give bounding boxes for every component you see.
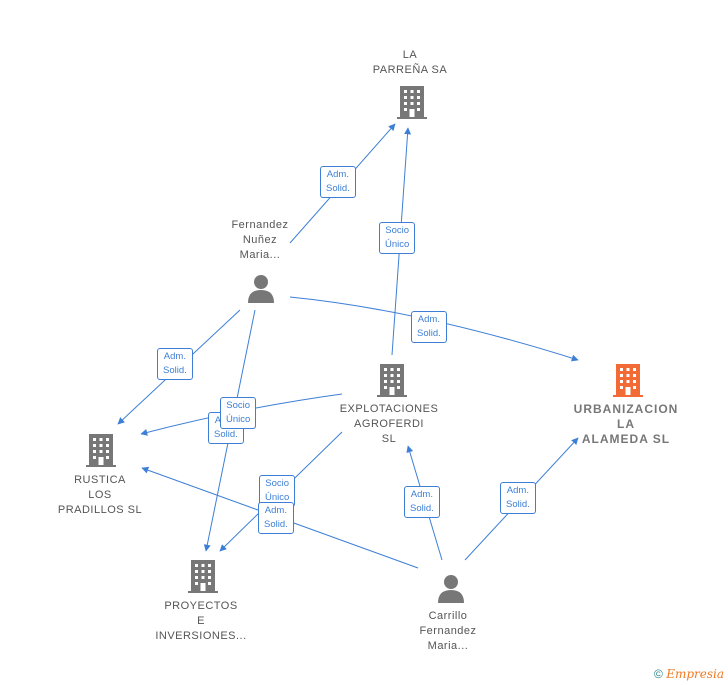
node-label-proyectos[interactable]: PROYECTOS E INVERSIONES...	[155, 600, 247, 642]
node-label-urbanizacion[interactable]: URBANIZACION LA ALAMEDA SL	[573, 402, 679, 446]
edge-label-adm-solid[interactable]: Adm.Solid.	[320, 166, 356, 198]
building-icon-focus[interactable]	[612, 362, 644, 398]
edge-label-adm-solid[interactable]: Adm.Solid.	[500, 482, 536, 514]
building-icon[interactable]	[376, 362, 408, 398]
node-label-explotaciones[interactable]: EXPLOTACIONES AGROFERDI SL	[339, 403, 439, 445]
person-icon[interactable]	[246, 274, 276, 304]
node-label-fernandez[interactable]: Fernandez Nuñez Maria...	[231, 219, 289, 261]
edge-label-adm-solid[interactable]: Adm.Solid.	[157, 348, 193, 380]
person-icon[interactable]	[436, 574, 466, 604]
edge-label-adm-solid[interactable]: Adm.Solid.	[411, 311, 447, 343]
node-label-carrillo[interactable]: Carrillo Fernandez Maria...	[419, 610, 477, 652]
building-icon[interactable]	[85, 432, 117, 468]
copyright-icon: ©	[654, 667, 663, 681]
building-icon[interactable]	[396, 84, 428, 120]
node-label-la-parrena[interactable]: LA PARREÑA SA	[372, 49, 448, 76]
edge-label-adm-solid[interactable]: Adm.Solid.	[404, 486, 440, 518]
brand-logo: Empresia	[666, 667, 724, 681]
node-label-rustica[interactable]: RUSTICA LOS PRADILLOS SL	[57, 474, 143, 516]
edge-label-adm-solid[interactable]: Adm.Solid.	[258, 502, 294, 534]
brand-footer[interactable]: © Empresia	[654, 667, 724, 681]
building-icon[interactable]	[187, 558, 219, 594]
